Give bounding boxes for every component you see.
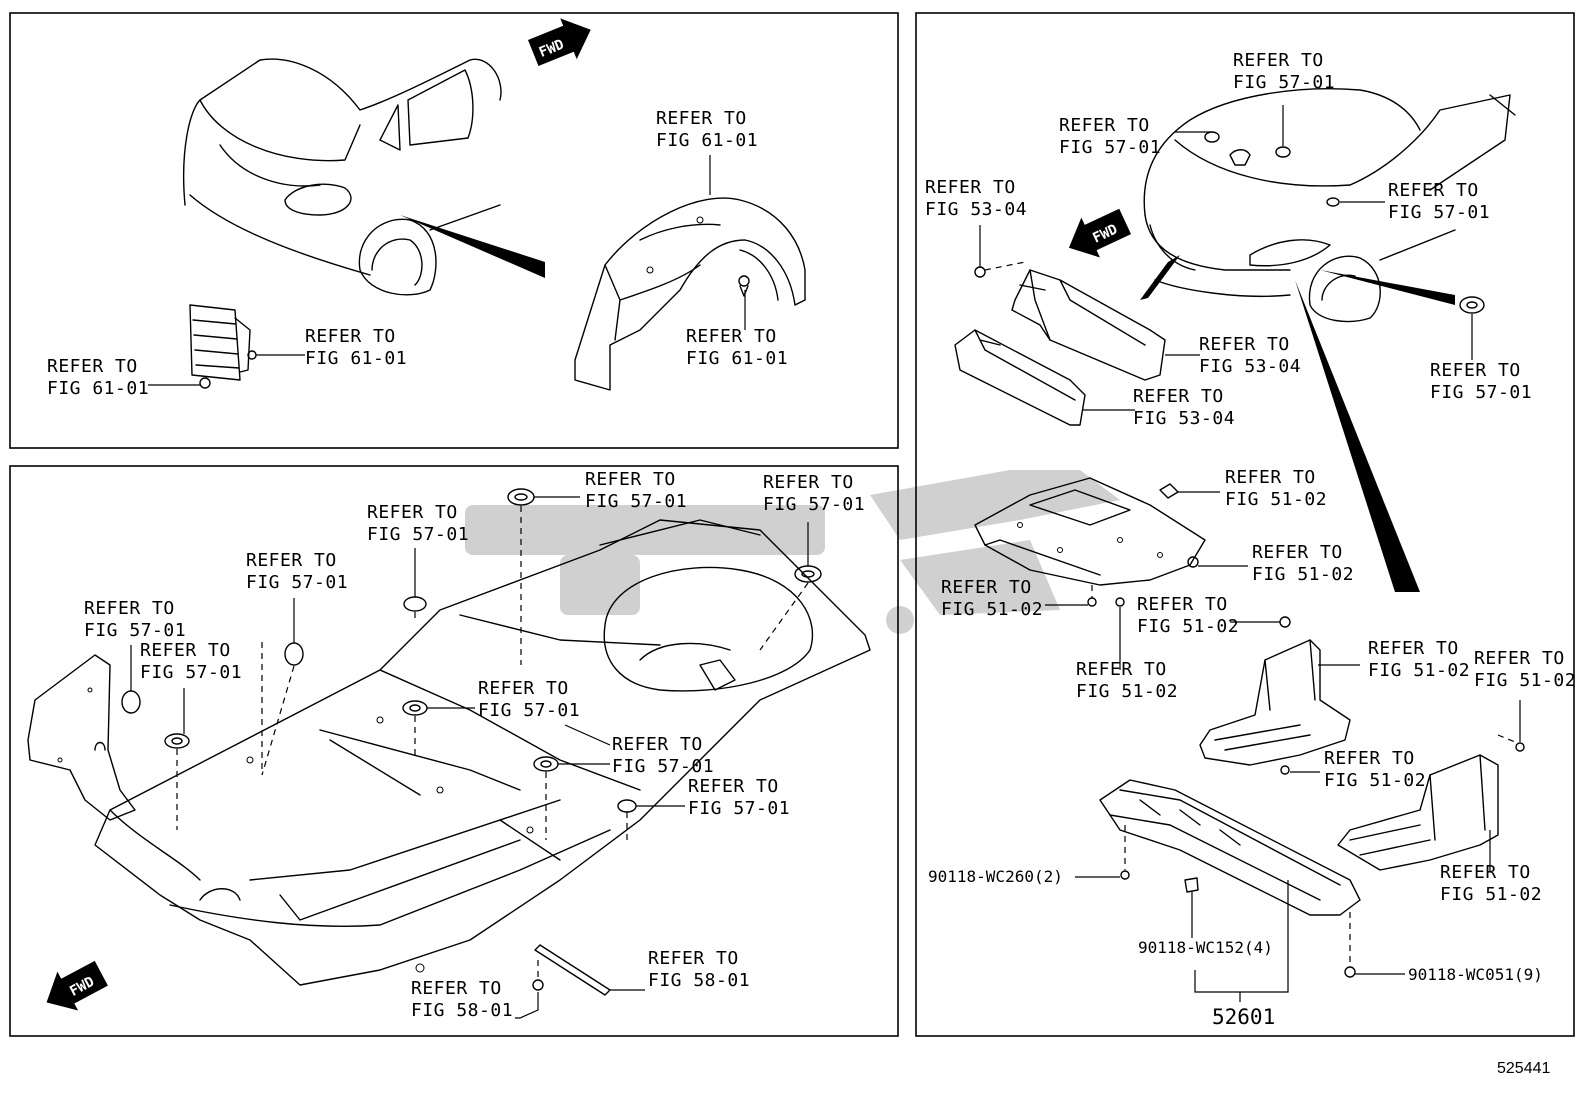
- tl-fastener: [148, 377, 211, 389]
- part-number-52601: 52601: [1212, 1005, 1275, 1029]
- r-fwd-arrow: FWD: [1068, 208, 1132, 258]
- r-car-front-sketch: [1140, 88, 1516, 592]
- bl-brace-nut: [515, 960, 544, 1019]
- r-engine-undercover: [974, 477, 1291, 670]
- r-pointer-arrow-2: [1320, 270, 1455, 305]
- bl-fwd-arrow: FWD: [46, 960, 108, 1011]
- part-number-wc152: 90118-WC152(4): [1138, 938, 1273, 957]
- r-pointer-arrow-3: [1295, 280, 1420, 592]
- bl-callout-leaders: [130, 496, 809, 807]
- tl-bolt: [247, 350, 305, 360]
- r-lower-duct: [954, 329, 1135, 426]
- r-top-clips: [1175, 105, 1485, 360]
- right-panel: [915, 12, 1575, 1037]
- bottom-left-panel: [9, 465, 899, 1037]
- part-number-wc260: 90118-WC260(2): [928, 867, 1063, 886]
- tl-fender-clip: [738, 275, 750, 297]
- top-left-panel: [9, 12, 899, 449]
- part-number-wc051: 90118-WC051(9): [1408, 965, 1543, 984]
- tl-fender-liner: [574, 197, 806, 391]
- r-main-undercover-52601: [1075, 779, 1405, 1002]
- bl-brace-bar: [534, 944, 645, 996]
- r-pointer-arrow-1: [1140, 255, 1180, 300]
- r-radiator-support-duct: [974, 225, 1200, 381]
- tl-bracket: [189, 304, 251, 381]
- tl-car-sketch: [182, 58, 545, 296]
- bl-underbody-floor: [94, 519, 871, 986]
- diagram-id: 525441: [1497, 1060, 1550, 1077]
- bl-dashed-guides: [176, 506, 809, 845]
- r-side-shield-left: [1199, 639, 1360, 775]
- tl-fwd-arrow: FWD: [528, 18, 591, 66]
- r-side-shield-right: [1337, 700, 1525, 872]
- bl-side-panel: [27, 654, 136, 821]
- tl-pointer-arrow: [400, 215, 545, 278]
